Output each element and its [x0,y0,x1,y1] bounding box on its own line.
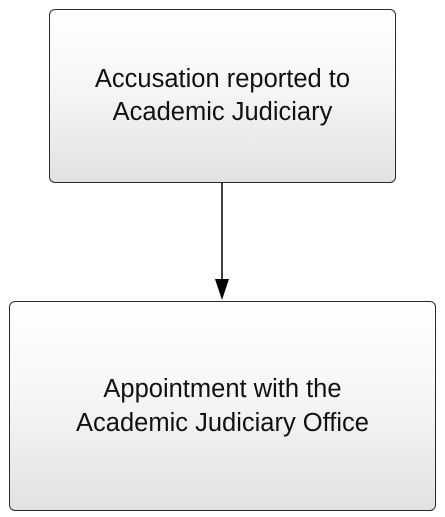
node-accusation-line-1: Accusation reported to [94,65,351,93]
node-accusation-line-2: Academic Judiciary [112,98,333,126]
arrowhead-icon [215,279,229,300]
node-accusation-reported: Accusation reported to Academic Judiciar… [49,9,396,183]
node-appointment-line-1: Appointment with the [103,375,342,403]
node-accusation-label: Accusation reported to Academic Judiciar… [95,63,350,129]
node-appointment-line-2: Academic Judiciary Office [76,409,369,437]
node-appointment-office: Appointment with the Academic Judiciary … [9,301,436,511]
node-appointment-label: Appointment with the Academic Judiciary … [76,372,369,440]
